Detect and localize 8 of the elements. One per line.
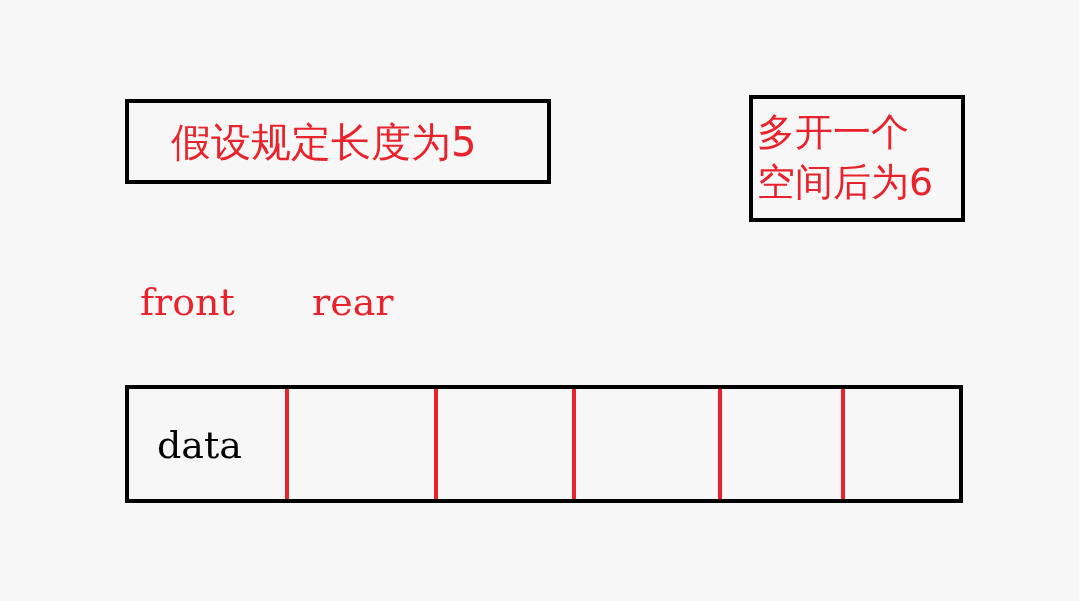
text-box bbox=[749, 95, 965, 222]
text-box bbox=[125, 99, 551, 184]
cell-label: data bbox=[157, 423, 242, 467]
pointer-label: front bbox=[140, 280, 235, 324]
box-text: 多开一个空间后为6 bbox=[757, 109, 935, 206]
box-text: 假设规定长度为5 bbox=[171, 118, 478, 167]
array-box bbox=[125, 385, 963, 503]
pointer-label: rear bbox=[312, 280, 394, 324]
